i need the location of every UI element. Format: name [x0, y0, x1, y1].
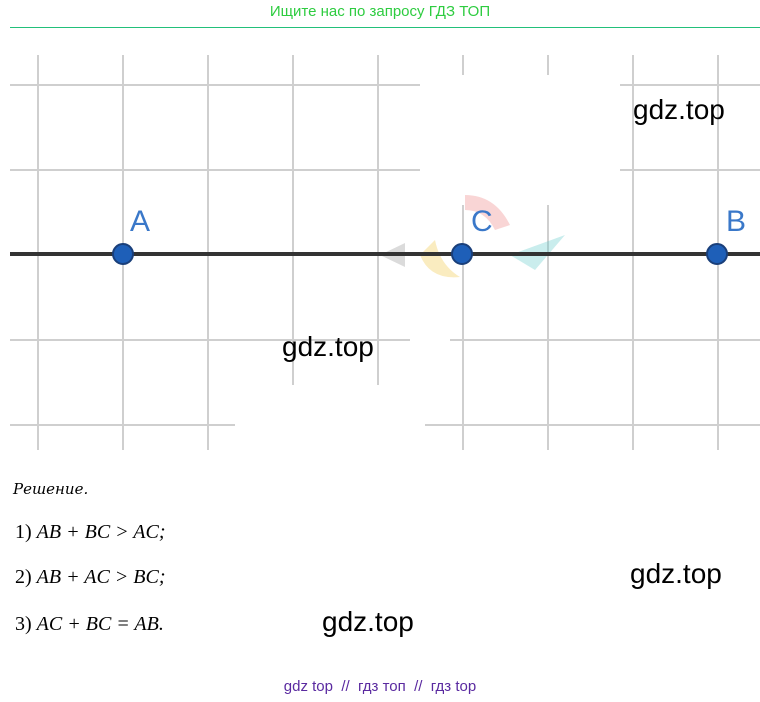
solution-heading: Решение. [13, 480, 89, 498]
watermark-patch [410, 305, 450, 365]
watermark-patch [235, 385, 425, 450]
point-label-b: B [726, 205, 746, 238]
watermark-text: gdz.top [282, 331, 374, 362]
point-label-a: A [130, 205, 150, 238]
point-label-c: C [471, 205, 493, 238]
line-number: 2) [15, 566, 32, 588]
watermark-text: gdz.top [630, 558, 722, 589]
point-b [706, 243, 728, 265]
search-hint-banner: Ищите нас по запросу ГДЗ ТОП [269, 3, 491, 20]
inequality-expression: AB + BC > AC; [36, 521, 166, 543]
grid-figure-svg: A C B [10, 55, 760, 450]
line-number: 3) [15, 613, 32, 635]
header-divider [10, 27, 760, 28]
point-a [112, 243, 134, 265]
solution-line: 3) AC + BC = AB. [15, 613, 164, 636]
line-number: 1) [15, 521, 32, 543]
inequality-expression: AB + AC > BC; [36, 566, 166, 588]
geometry-figure: A C B [10, 55, 760, 455]
watermark-patch [420, 75, 620, 205]
solution-line: 1) AB + BC > AC; [15, 521, 166, 544]
point-c [451, 243, 473, 265]
solution-line: 2) AB + AC > BC; [15, 566, 166, 589]
watermark-text: gdz.top [633, 94, 725, 125]
footer-links[interactable]: gdz top // гдз топ // гдз top [283, 678, 477, 695]
watermark-text: gdz.top [322, 606, 414, 637]
equality-expression: AC + BC = AB. [36, 613, 164, 635]
